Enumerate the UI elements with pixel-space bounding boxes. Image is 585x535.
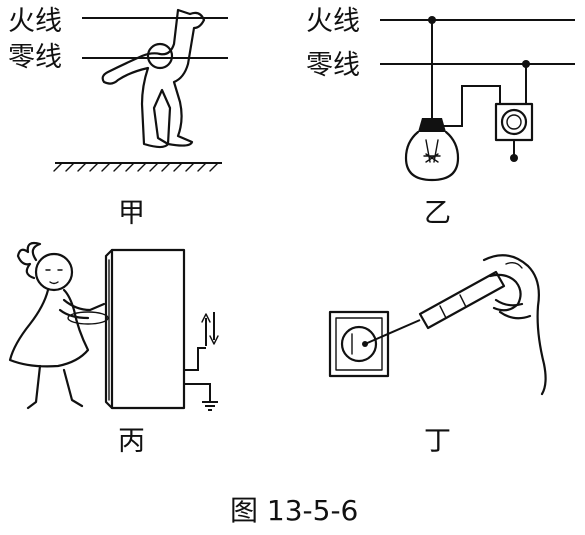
panel-ding: 丁 — [328, 254, 547, 457]
yi-neutral-wire-label: 零线 — [306, 50, 360, 81]
jia-caption: 甲 — [118, 198, 145, 229]
jia-neutral-wire-label: 零线 — [8, 42, 62, 73]
yi-live-wire-label: 火线 — [306, 6, 360, 37]
ding-hand — [482, 254, 547, 396]
yi-lamp — [404, 118, 460, 182]
panel-yi: 火线 零线 乙 — [306, 6, 575, 229]
ding-caption: 丁 — [424, 426, 451, 457]
ding-test-pen — [364, 270, 506, 345]
bing-girl — [8, 241, 109, 410]
figure-caption: 图 13-5-6 — [230, 494, 358, 527]
bing-appliance — [104, 248, 186, 410]
jia-live-wire-label: 火线 — [8, 6, 62, 37]
jia-ground — [53, 162, 222, 172]
yi-switch — [494, 102, 534, 162]
panel-bing: 丙 — [8, 241, 219, 457]
panel-jia: 火线 零线 甲 — [8, 6, 228, 229]
yi-caption: 乙 — [424, 198, 451, 229]
bing-caption: 丙 — [118, 426, 145, 457]
bing-ground-wiring — [184, 312, 219, 411]
ding-socket — [328, 310, 390, 378]
jia-person — [101, 8, 206, 149]
